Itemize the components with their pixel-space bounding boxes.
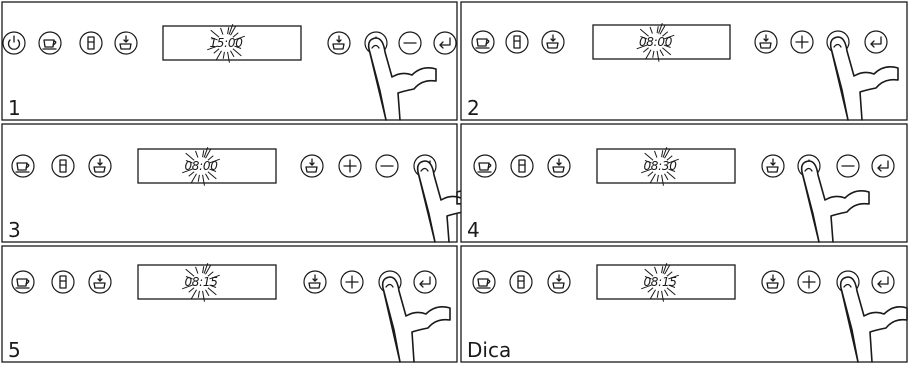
panel-frame bbox=[461, 246, 907, 362]
cup-temperature-button[interactable] bbox=[304, 271, 326, 293]
enter-return-button[interactable] bbox=[434, 32, 456, 54]
cup-temperature-button[interactable] bbox=[328, 32, 350, 54]
button-ring bbox=[472, 31, 494, 53]
display-screen: 08:30 bbox=[597, 147, 735, 185]
enter-return-button[interactable] bbox=[872, 155, 894, 177]
button-ring bbox=[80, 32, 102, 54]
display-time: 08:00 bbox=[639, 35, 673, 49]
button-ring bbox=[473, 271, 495, 293]
step-caption: 3 bbox=[8, 218, 21, 242]
coffee-cup-button[interactable] bbox=[12, 155, 34, 177]
cup-temperature-button[interactable] bbox=[301, 155, 323, 177]
power-button[interactable] bbox=[3, 32, 25, 54]
minus-button[interactable] bbox=[399, 32, 421, 54]
coffee-cup-button[interactable] bbox=[474, 155, 496, 177]
step-caption: 1 bbox=[8, 96, 21, 120]
button-ring bbox=[89, 271, 111, 293]
button-ring bbox=[872, 271, 894, 293]
coffee-cup-button[interactable] bbox=[12, 271, 34, 293]
step-panel-3: 08:00 3 bbox=[2, 124, 466, 242]
display-time: 08:30 bbox=[643, 159, 677, 173]
coffee-cup-button[interactable] bbox=[472, 31, 494, 53]
button-ring bbox=[542, 31, 564, 53]
enter-return-button[interactable] bbox=[872, 271, 894, 293]
button-ring bbox=[3, 32, 25, 54]
button-ring bbox=[762, 271, 784, 293]
display-screen: 08:15 bbox=[597, 263, 735, 301]
step-caption: Dica bbox=[467, 338, 511, 362]
display-time: 08:15 bbox=[643, 275, 676, 289]
step-panel-2: 08:00 2 bbox=[461, 2, 907, 120]
display-time: 08:00 bbox=[184, 159, 218, 173]
step-panel-5: 08:15 5 bbox=[2, 246, 457, 362]
display-screen: 08:15 bbox=[138, 263, 276, 301]
cup-temperature-button[interactable] bbox=[548, 271, 570, 293]
button-ring bbox=[548, 155, 570, 177]
button-ring bbox=[115, 32, 137, 54]
cup-temperature-button[interactable] bbox=[542, 31, 564, 53]
milk-container-button[interactable] bbox=[80, 32, 102, 54]
panel-frame bbox=[2, 246, 457, 362]
button-ring bbox=[328, 32, 350, 54]
button-ring bbox=[474, 155, 496, 177]
button-ring bbox=[755, 31, 777, 53]
button-ring bbox=[301, 155, 323, 177]
cup-temperature-button[interactable] bbox=[115, 32, 137, 54]
plus-button[interactable] bbox=[791, 31, 813, 53]
coffee-cup-button[interactable] bbox=[473, 271, 495, 293]
button-ring bbox=[414, 271, 436, 293]
button-ring bbox=[52, 271, 74, 293]
cup-temperature-button[interactable] bbox=[762, 155, 784, 177]
display-screen: 08:00 bbox=[593, 23, 730, 61]
button-ring bbox=[865, 31, 887, 53]
milk-container-button[interactable] bbox=[52, 155, 74, 177]
button-ring bbox=[872, 155, 894, 177]
button-ring bbox=[304, 271, 326, 293]
button-ring bbox=[39, 32, 61, 54]
milk-container-button[interactable] bbox=[52, 271, 74, 293]
plus-button[interactable] bbox=[339, 155, 361, 177]
button-ring bbox=[12, 155, 34, 177]
button-ring bbox=[548, 271, 570, 293]
step-caption: 4 bbox=[467, 218, 480, 242]
enter-return-button[interactable] bbox=[865, 31, 887, 53]
button-ring bbox=[12, 271, 34, 293]
step-panel-4: 08:30 4 bbox=[461, 124, 907, 242]
plus-button[interactable] bbox=[341, 271, 363, 293]
cup-temperature-button[interactable] bbox=[89, 155, 111, 177]
enter-return-button[interactable] bbox=[414, 271, 436, 293]
minus-button[interactable] bbox=[837, 155, 859, 177]
step-caption: 5 bbox=[8, 338, 21, 362]
display-time: 08:15 bbox=[184, 275, 217, 289]
button-ring bbox=[506, 31, 528, 53]
cup-temperature-button[interactable] bbox=[755, 31, 777, 53]
display-time: 15:00 bbox=[209, 36, 243, 50]
milk-container-button[interactable] bbox=[506, 31, 528, 53]
plus-button[interactable] bbox=[798, 271, 820, 293]
button-ring bbox=[762, 155, 784, 177]
milk-container-button[interactable] bbox=[511, 155, 533, 177]
button-ring bbox=[511, 155, 533, 177]
cup-temperature-button[interactable] bbox=[762, 271, 784, 293]
step-panel-6: 08:15Dica bbox=[461, 246, 907, 362]
cup-temperature-button[interactable] bbox=[548, 155, 570, 177]
display-screen: 08:00 bbox=[138, 147, 276, 185]
coffee-cup-button[interactable] bbox=[39, 32, 61, 54]
step-caption: 2 bbox=[467, 96, 480, 120]
cup-temperature-button[interactable] bbox=[89, 271, 111, 293]
milk-container-button[interactable] bbox=[510, 271, 532, 293]
minus-button[interactable] bbox=[376, 155, 398, 177]
step-panel-1: 15:00 1 bbox=[2, 2, 457, 120]
button-ring bbox=[89, 155, 111, 177]
button-ring bbox=[52, 155, 74, 177]
button-ring bbox=[510, 271, 532, 293]
display-screen: 15:00 bbox=[163, 24, 301, 62]
button-ring bbox=[434, 32, 456, 54]
